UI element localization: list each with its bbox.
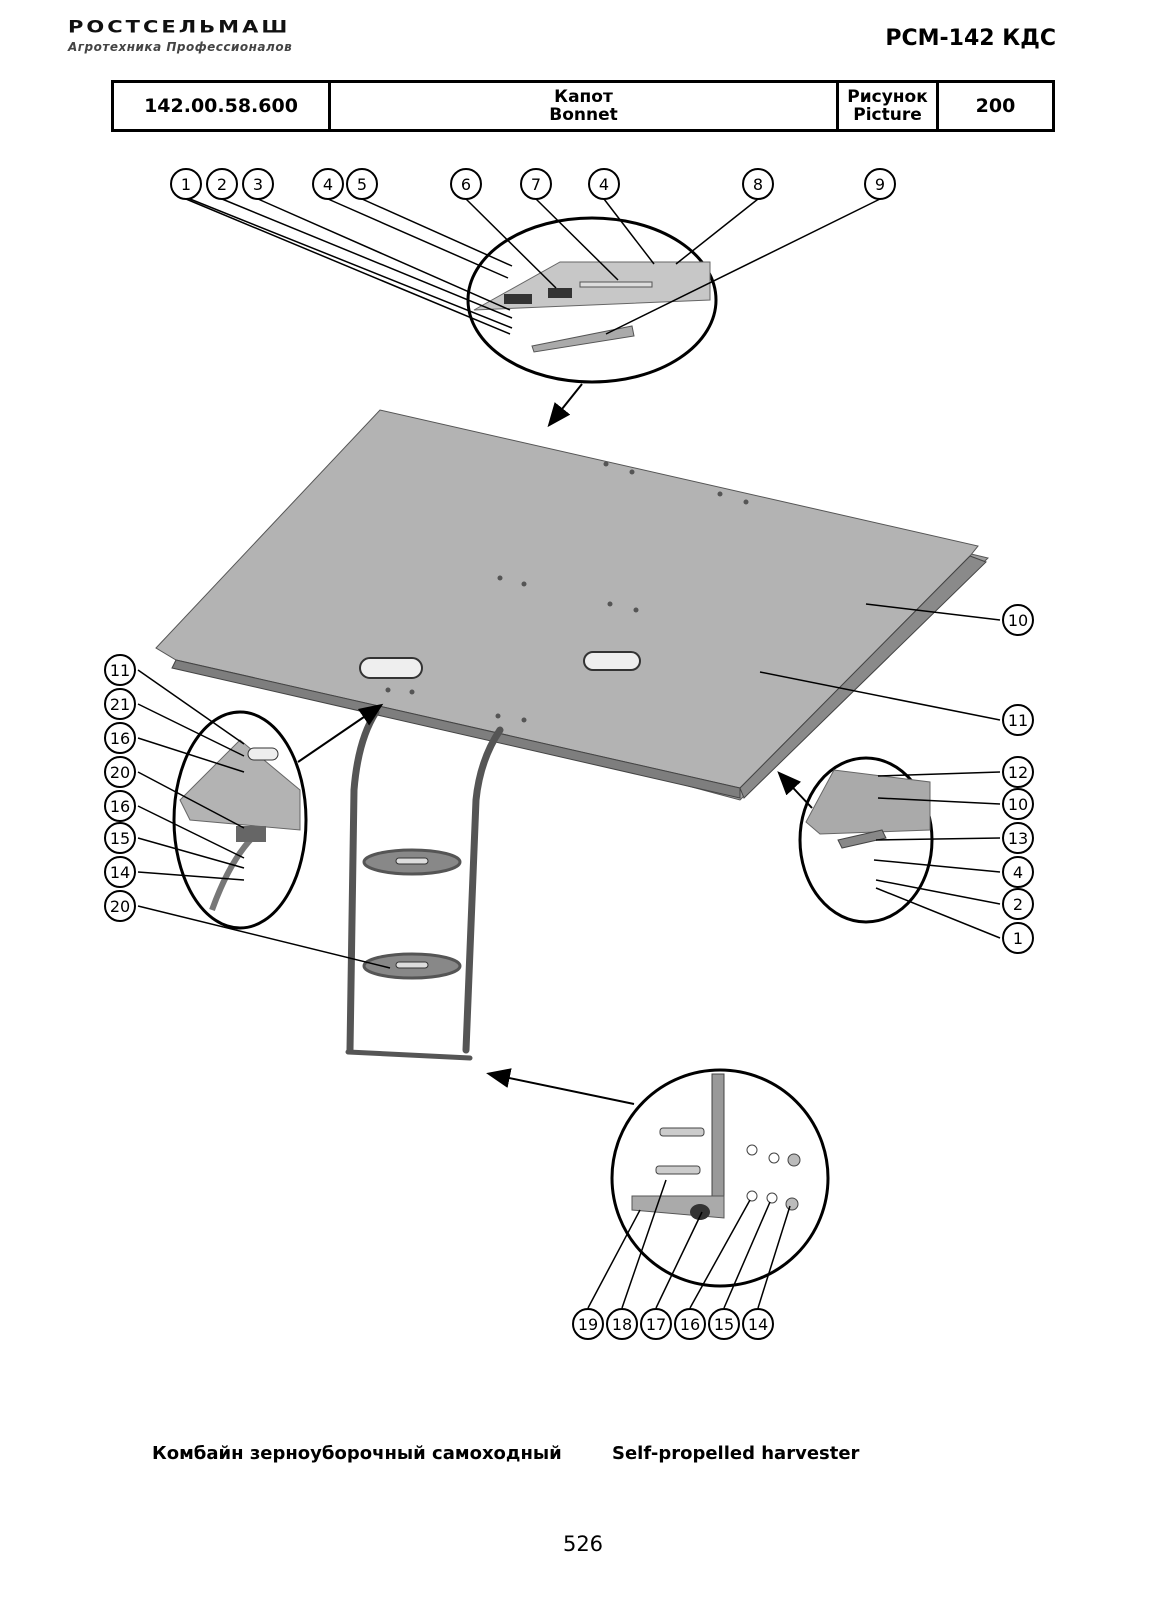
ladder: [345, 708, 504, 1061]
part-name: Капот Bonnet: [331, 83, 839, 129]
callout-top-row-0: 1: [170, 168, 202, 200]
callout-top-row-5: 6: [450, 168, 482, 200]
part-name-ru: Капот: [554, 87, 613, 107]
callout-right-column-6: 2: [1002, 888, 1034, 920]
caption-en: Self-propelled harvester: [612, 1443, 860, 1464]
callout-left-column-5: 15: [104, 822, 136, 854]
callout-number: 3: [253, 175, 263, 194]
callout-number: 16: [110, 729, 130, 748]
picture-label-en: Picture: [853, 105, 922, 125]
callout-number: 4: [323, 175, 333, 194]
callout-right-column-0: 10: [1002, 604, 1034, 636]
callout-bottom-row-1: 18: [606, 1308, 638, 1340]
callout-right-column-1: 11: [1002, 704, 1034, 736]
caption-ru: Комбайн зерноуборочный самоходный: [152, 1443, 562, 1464]
title-block: 142.00.58.600 Капот Bonnet Рисунок Pictu…: [111, 80, 1055, 132]
callout-number: 5: [357, 175, 367, 194]
callout-right-column-5: 4: [1002, 856, 1034, 888]
callout-top-row-7: 4: [588, 168, 620, 200]
detail-arrows: [297, 383, 813, 1105]
callout-number: 21: [110, 695, 130, 714]
callout-right-column-4: 13: [1002, 822, 1034, 854]
callout-number: 4: [1013, 863, 1023, 882]
callout-top-row-6: 7: [520, 168, 552, 200]
callout-number: 20: [110, 897, 130, 916]
picture-label-ru: Рисунок: [847, 87, 928, 107]
callout-number: 6: [461, 175, 471, 194]
callout-top-row-2: 3: [242, 168, 274, 200]
callout-top-row-9: 9: [864, 168, 896, 200]
picture-label: Рисунок Picture: [839, 83, 939, 129]
callout-number: 11: [1008, 711, 1028, 730]
callout-number: 9: [875, 175, 885, 194]
callout-number: 8: [753, 175, 763, 194]
callout-bottom-row-2: 17: [640, 1308, 672, 1340]
leader-lines: [137, 198, 1001, 1309]
model-name: РСМ-142 КДС: [885, 26, 1056, 51]
callout-right-column-2: 12: [1002, 756, 1034, 788]
callout-number: 4: [599, 175, 609, 194]
callout-number: 12: [1008, 763, 1028, 782]
callout-left-column-3: 20: [104, 756, 136, 788]
callout-number: 10: [1008, 795, 1028, 814]
callout-left-column-4: 16: [104, 790, 136, 822]
bonnet-panel: [155, 409, 989, 801]
detail-view-left: [172, 710, 308, 930]
callout-number: 13: [1008, 829, 1028, 848]
callout-number: 20: [110, 763, 130, 782]
callout-top-row-4: 5: [346, 168, 378, 200]
callout-number: 14: [748, 1315, 768, 1334]
callout-number: 15: [110, 829, 130, 848]
callout-left-column-1: 21: [104, 688, 136, 720]
detail-view-bottom: [610, 1068, 830, 1288]
callout-number: 10: [1008, 611, 1028, 630]
callout-top-row-1: 2: [206, 168, 238, 200]
callout-bottom-row-0: 19: [572, 1308, 604, 1340]
brand-logo: РОСТСЕЛЬМАШ Агротехника Профессионалов: [68, 18, 292, 54]
callout-number: 1: [181, 175, 191, 194]
callout-number: 2: [217, 175, 227, 194]
picture-number: 200: [975, 95, 1016, 117]
callout-number: 16: [680, 1315, 700, 1334]
brand-tagline: Агротехника Профессионалов: [68, 40, 293, 54]
callout-number: 16: [110, 797, 130, 816]
callout-number: 18: [612, 1315, 632, 1334]
part-code: 142.00.58.600: [114, 83, 331, 129]
callout-bottom-row-3: 16: [674, 1308, 706, 1340]
callout-left-column-7: 20: [104, 890, 136, 922]
callout-bottom-row-4: 15: [708, 1308, 740, 1340]
callout-left-column-2: 16: [104, 722, 136, 754]
callout-top-row-8: 8: [742, 168, 774, 200]
callout-number: 2: [1013, 895, 1023, 914]
detail-view-top: [466, 216, 718, 384]
callout-right-column-7: 1: [1002, 922, 1034, 954]
callout-number: 15: [714, 1315, 734, 1334]
page-number: 526: [562, 1532, 604, 1556]
callout-number: 11: [110, 661, 130, 680]
callout-number: 1: [1013, 929, 1023, 948]
callout-right-column-3: 10: [1002, 788, 1034, 820]
callout-number: 14: [110, 863, 130, 882]
callout-left-column-0: 11: [104, 654, 136, 686]
callout-number: 19: [578, 1315, 598, 1334]
callout-bottom-row-5: 14: [742, 1308, 774, 1340]
callout-top-row-3: 4: [312, 168, 344, 200]
callout-left-column-6: 14: [104, 856, 136, 888]
callout-number: 7: [531, 175, 541, 194]
part-name-en: Bonnet: [549, 105, 618, 125]
callout-number: 17: [646, 1315, 666, 1334]
brand-name: РОСТСЕЛЬМАШ: [68, 17, 291, 37]
